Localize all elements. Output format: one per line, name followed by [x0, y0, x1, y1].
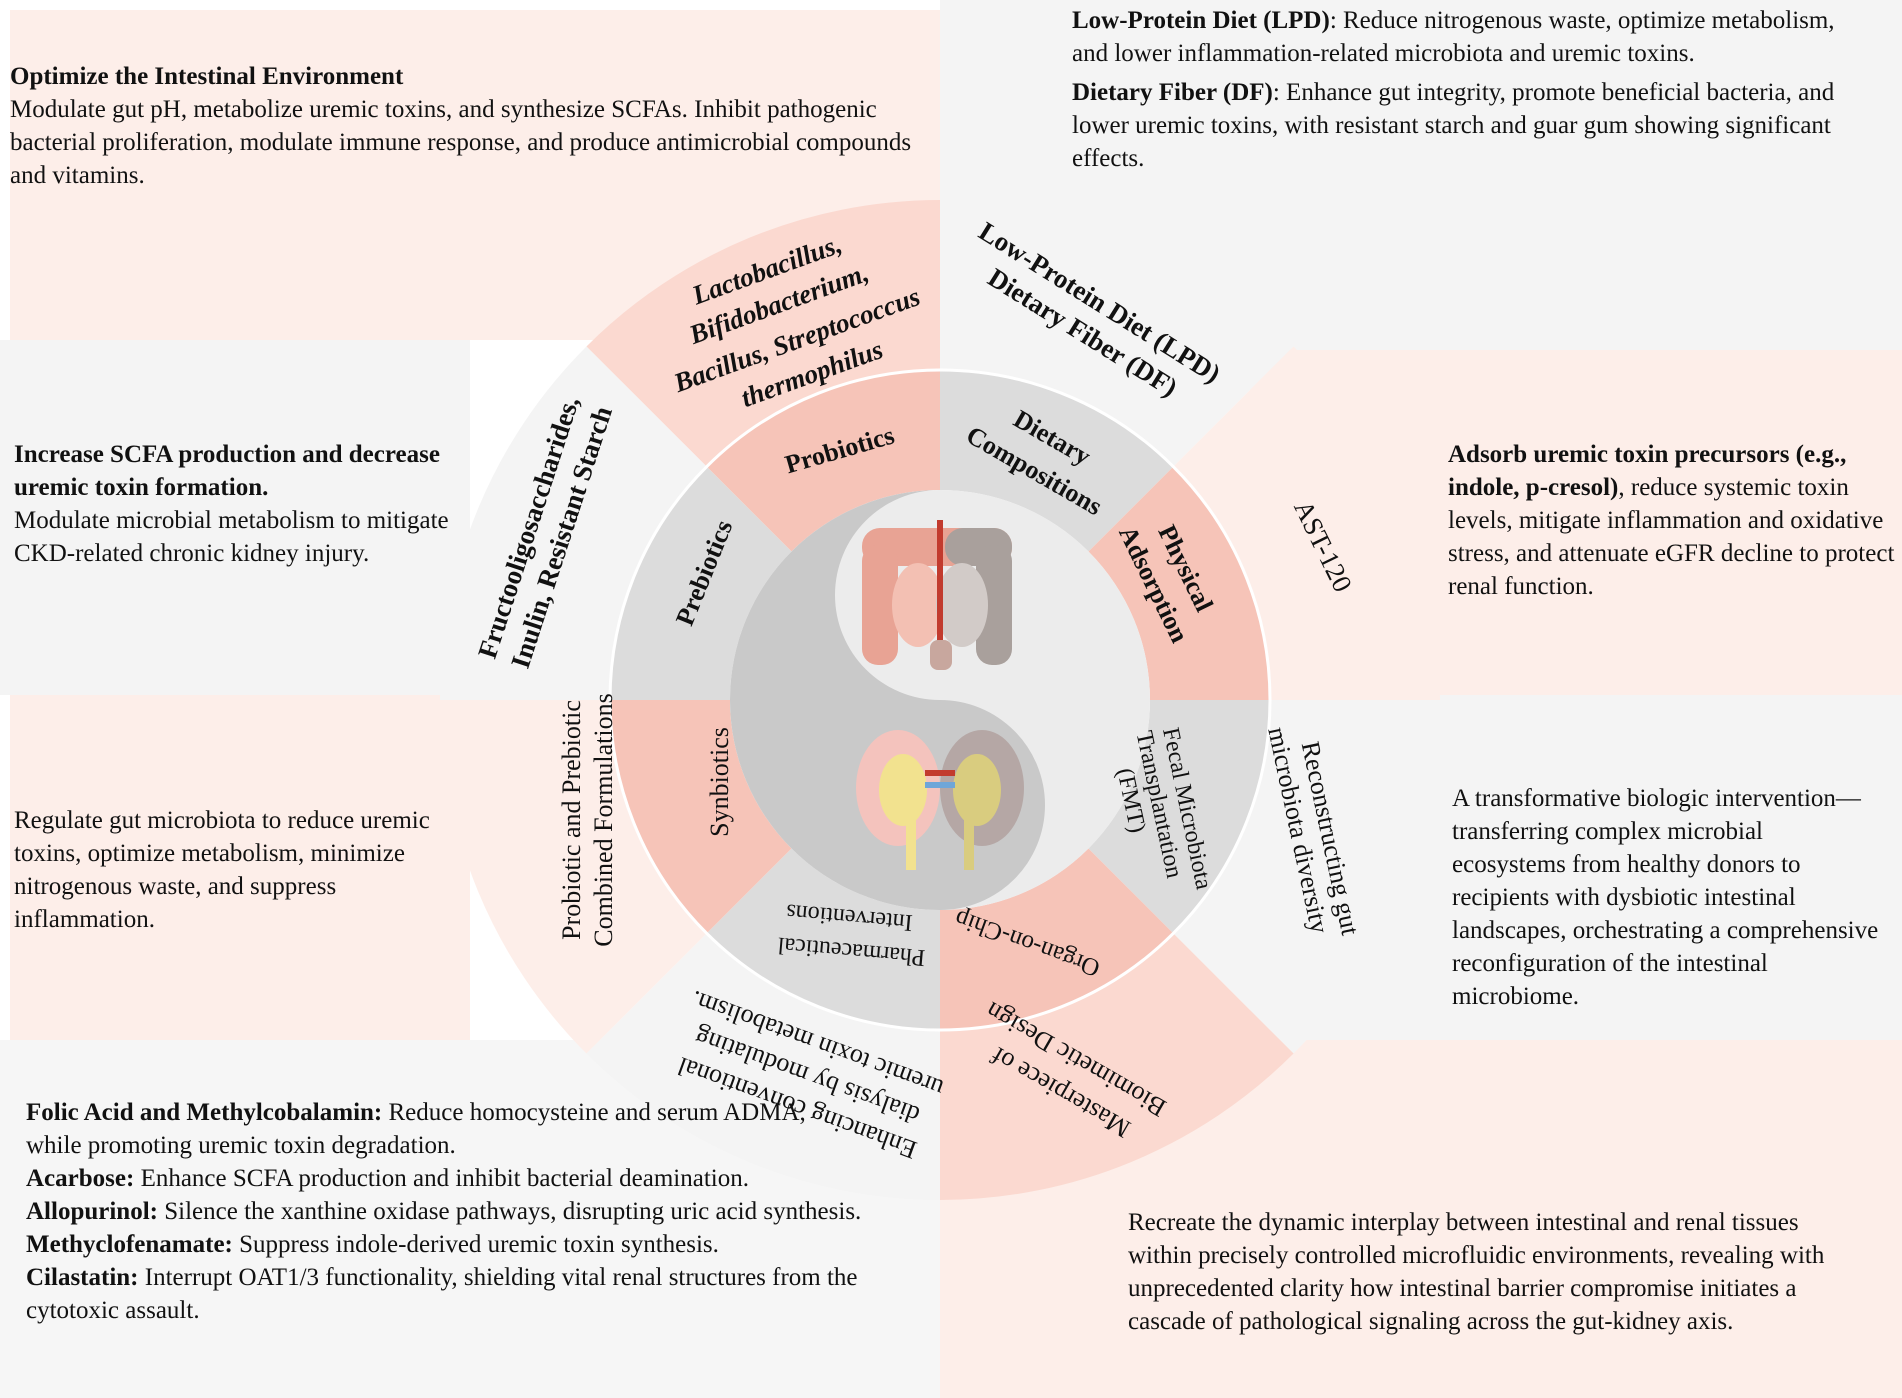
top-left-title: Optimize the Intestinal Environment	[10, 63, 404, 90]
text-block-top-left: Optimize the Intestinal Environment Modu…	[10, 60, 920, 192]
cilastatin-label: Cilastatin:	[26, 1264, 139, 1291]
allopurinol-label: Allopurinol:	[26, 1198, 158, 1225]
label-synbiotic-desc-2: Combined Formulations	[589, 693, 618, 947]
outer-sector-fmt	[1173, 700, 1440, 1054]
outer-sector-prebiotics	[440, 346, 707, 700]
text-block-lower-left: Regulate gut microbiota to reduce uremic…	[14, 804, 454, 936]
outer-sector-probiotics	[586, 200, 940, 467]
inner-sector-organ	[940, 848, 1174, 1030]
text-block-top-right: Low-Protein Diet (LPD): Reduce nitrogeno…	[1072, 4, 1872, 175]
mid-right-body: , reduce systemic toxin levels, mitigate…	[1448, 474, 1895, 600]
inner-sector-prebiotics	[610, 466, 792, 700]
intestine-illustration	[862, 520, 1012, 670]
methyclofenamate-text: Suppress indole-derived uremic toxin syn…	[232, 1231, 719, 1258]
top-left-body: Modulate gut pH, metabolize uremic toxin…	[10, 96, 912, 189]
mid-left-title: Increase SCFA production and decrease ur…	[14, 441, 440, 501]
acarbose-label: Acarbose:	[26, 1165, 135, 1192]
label-synbiotics: Synbiotics	[705, 727, 734, 837]
text-block-mid-left: Increase SCFA production and decrease ur…	[14, 438, 454, 570]
text-block-mid-right: Adsorb uremic toxin precursors (e.g., in…	[1448, 438, 1898, 603]
outer-sector-organ	[940, 933, 1294, 1200]
inner-sector-pharma	[706, 848, 940, 1030]
bottom-right-body: Recreate the dynamic interplay between i…	[1128, 1209, 1825, 1335]
cilastatin-text: Interrupt OAT1/3 functionality, shieldin…	[26, 1264, 858, 1324]
inner-sector-physical	[1088, 466, 1270, 700]
inner-sector-synbiotics	[610, 700, 792, 934]
inner-sector-probiotics	[706, 370, 940, 552]
inner-sector-fmt	[1088, 700, 1270, 934]
df-text: : Enhance gut integrity, promote benefic…	[1072, 79, 1835, 172]
panel-lower-left	[10, 695, 470, 1040]
text-block-lower-right: A transformative biologic intervention—t…	[1452, 782, 1882, 1013]
lpd-label: Low-Protein Diet (LPD)	[1072, 7, 1330, 34]
mid-left-body: Modulate microbial metabolism to mitigat…	[14, 507, 449, 567]
lpd-text: : Reduce nitrogenous waste, optimize met…	[1072, 7, 1835, 67]
methyclofenamate-label: Methyclofenamate:	[26, 1231, 233, 1258]
kidney-illustration	[856, 730, 1024, 870]
label-synbiotic-desc-1: Probiotic and Prebiotic	[557, 700, 586, 940]
folic-text: Reduce homocysteine and serum ADMA, whil…	[26, 1099, 806, 1159]
lower-left-body: Regulate gut microbiota to reduce uremic…	[14, 807, 430, 933]
allopurinol-text: Silence the xanthine oxidase pathways, d…	[157, 1198, 862, 1225]
outer-sector-pharma	[586, 933, 940, 1200]
ring-sectors	[440, 200, 1440, 1200]
acarbose-text: Enhance SCFA production and inhibit bact…	[134, 1165, 749, 1192]
mid-right-title: Adsorb uremic toxin precursors (e.g., in…	[1448, 441, 1847, 501]
outer-sector-dietary	[940, 200, 1294, 467]
df-label: Dietary Fiber (DF)	[1072, 79, 1273, 106]
lower-right-body: A transformative biologic intervention—t…	[1452, 785, 1879, 1010]
outer-sector-physical	[1173, 346, 1440, 700]
outer-sector-synbiotics	[440, 700, 707, 1054]
text-block-bottom-right: Recreate the dynamic interplay between i…	[1128, 1206, 1858, 1338]
folic-label: Folic Acid and Methylcobalamin:	[26, 1099, 383, 1126]
inner-sector-dietary	[940, 370, 1174, 552]
ring-divider	[608, 368, 1272, 1032]
panel-mid-left	[0, 340, 470, 695]
text-block-bottom-left: Folic Acid and Methylcobalamin: Reduce h…	[26, 1096, 866, 1327]
